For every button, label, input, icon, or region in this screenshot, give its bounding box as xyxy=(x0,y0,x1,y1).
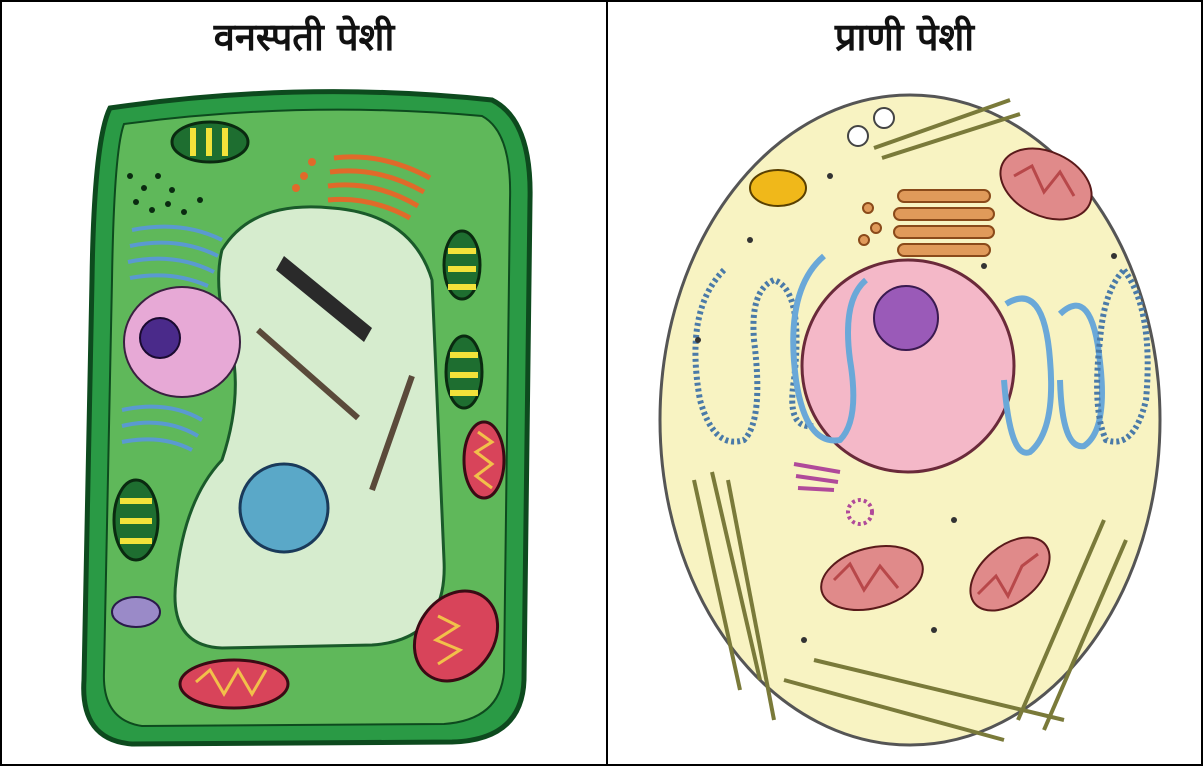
vesicle xyxy=(112,597,160,627)
plant-cell-panel: वनस्पती पेशी xyxy=(2,2,608,764)
mitochondrion xyxy=(180,660,288,708)
lysosome xyxy=(750,170,806,206)
animal-cell-svg xyxy=(654,80,1166,750)
nucleolus xyxy=(874,286,938,350)
animal-cell-title: प्राणी पेशी xyxy=(608,12,1201,62)
vesicle xyxy=(874,108,894,128)
animal-cell-diagram xyxy=(654,80,1166,750)
chloroplast xyxy=(172,122,248,162)
mitochondrion xyxy=(464,422,504,498)
plant-cell-svg xyxy=(72,80,542,752)
chloroplast xyxy=(446,336,482,408)
plant-cell-title: वनस्पती पेशी xyxy=(2,12,606,62)
peroxisome xyxy=(240,464,328,552)
plant-cell-diagram xyxy=(72,80,542,752)
animal-cell-panel: प्राणी पेशी xyxy=(608,2,1201,764)
chloroplast xyxy=(444,231,480,299)
vesicle xyxy=(848,126,868,146)
chloroplast xyxy=(114,480,158,560)
nucleolus xyxy=(140,318,180,358)
